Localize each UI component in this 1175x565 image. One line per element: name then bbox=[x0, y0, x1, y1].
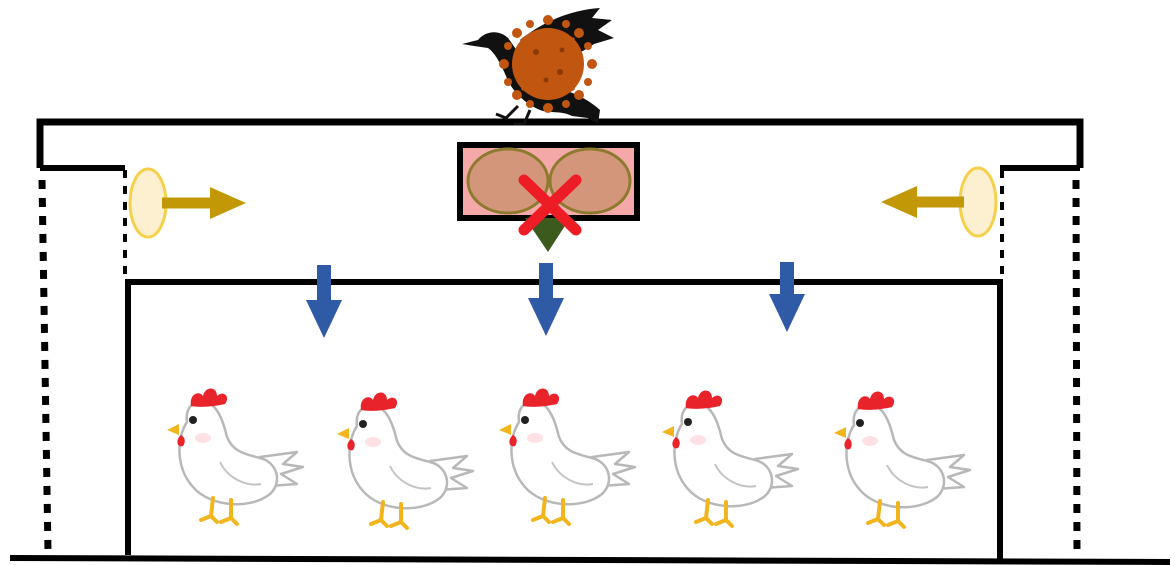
arrow-down-icon bbox=[528, 263, 564, 336]
wild-bird-with-virus-icon bbox=[462, 8, 614, 126]
red-x-icon bbox=[518, 174, 582, 236]
chicken-icon bbox=[497, 386, 637, 526]
arrow-down-icon bbox=[769, 262, 805, 332]
chicken-flock bbox=[165, 386, 972, 530]
filter-icon bbox=[466, 147, 550, 215]
air-inlet-right bbox=[881, 166, 998, 238]
outer-building bbox=[36, 118, 1084, 557]
filter-unit bbox=[457, 142, 640, 252]
chicken-icon bbox=[335, 390, 475, 530]
virus-icon bbox=[499, 15, 597, 113]
chicken-icon bbox=[660, 388, 800, 528]
arrow-left-icon bbox=[881, 186, 964, 218]
arrow-right-icon bbox=[162, 187, 246, 219]
downward-airflow bbox=[306, 262, 805, 338]
arrow-down-icon bbox=[306, 265, 342, 338]
chicken-icon bbox=[832, 389, 972, 529]
inner-house bbox=[9, 279, 1171, 565]
chicken-icon bbox=[165, 386, 305, 526]
air-inlet-left bbox=[128, 167, 246, 239]
